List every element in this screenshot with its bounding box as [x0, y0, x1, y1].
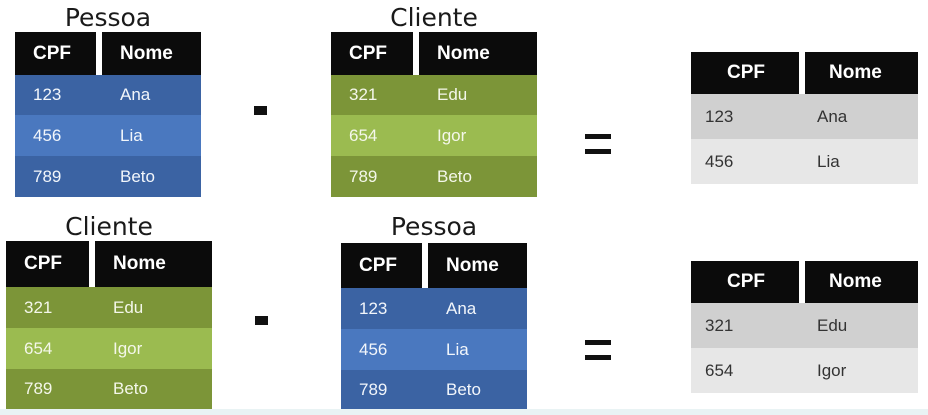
table-row: 321 Edu — [691, 303, 918, 348]
cell-nome: Beto — [425, 370, 527, 410]
cell-cpf: 654 — [6, 328, 92, 369]
header-cpf: CPF — [15, 32, 102, 75]
header-cpf: CPF — [691, 52, 805, 94]
cell-cpf: 321 — [691, 303, 802, 348]
table-cliente-bottom: CPF Nome 321 Edu 654 Igor 789 Beto — [6, 241, 212, 409]
cell-nome: Beto — [92, 369, 212, 409]
equals-operator-bottom — [585, 340, 611, 360]
cell-nome: Igor — [92, 328, 212, 369]
cell-cpf: 123 — [341, 288, 425, 329]
cell-nome: Beto — [99, 156, 201, 197]
cell-nome: Ana — [425, 288, 527, 329]
table-row: 456 Lia — [341, 329, 527, 370]
cell-nome: Lia — [99, 115, 201, 156]
equals-operator-top — [585, 134, 611, 154]
table-row: 456 Lia — [15, 115, 201, 156]
cell-nome: Edu — [92, 287, 212, 328]
cell-nome: Igor — [802, 348, 918, 393]
cell-nome: Ana — [802, 94, 918, 139]
cell-nome: Lia — [802, 139, 918, 184]
cell-cpf: 456 — [15, 115, 99, 156]
header-nome: Nome — [425, 243, 527, 288]
table-result-top: CPF Nome 123 Ana 456 Lia — [691, 52, 918, 184]
table-row: 789 Beto — [341, 370, 527, 410]
table-row: 654 Igor — [691, 348, 918, 393]
header-cpf: CPF — [331, 32, 419, 75]
header-cpf: CPF — [691, 261, 805, 303]
cell-cpf: 123 — [691, 94, 802, 139]
table-pessoa-top: CPF Nome 123 Ana 456 Lia 789 Beto — [15, 32, 201, 197]
table-row: 321 Edu — [331, 75, 537, 115]
table-row: 123 Ana — [691, 94, 918, 139]
table-row: 123 Ana — [341, 288, 527, 329]
table-row: 321 Edu — [6, 287, 212, 328]
minus-operator-top — [254, 106, 267, 115]
cell-nome: Ana — [99, 75, 201, 115]
cell-cpf: 654 — [691, 348, 802, 393]
header-cpf: CPF — [341, 243, 428, 288]
caption-cliente-top: Cliente — [390, 3, 478, 32]
cell-nome: Edu — [416, 75, 537, 115]
header-nome: Nome — [99, 32, 201, 75]
table-row: 789 Beto — [15, 156, 201, 197]
table-row: 456 Lia — [691, 139, 918, 184]
caption-pessoa-bottom: Pessoa — [390, 212, 478, 241]
table-row: 654 Igor — [331, 115, 537, 156]
cell-cpf: 789 — [331, 156, 416, 197]
cell-cpf: 123 — [15, 75, 99, 115]
cell-cpf: 789 — [15, 156, 99, 197]
header-nome: Nome — [802, 52, 918, 94]
table-row: 789 Beto — [331, 156, 537, 197]
header-nome: Nome — [416, 32, 537, 75]
caption-cliente-bottom: Cliente — [65, 212, 153, 241]
header-nome: Nome — [92, 241, 212, 287]
caption-pessoa-top: Pessoa — [64, 3, 152, 32]
table-result-bottom: CPF Nome 321 Edu 654 Igor — [691, 261, 918, 393]
cell-cpf: 456 — [341, 329, 425, 370]
cell-cpf: 456 — [691, 139, 802, 184]
cell-cpf: 654 — [331, 115, 416, 156]
cell-cpf: 789 — [6, 369, 92, 409]
cell-nome: Edu — [802, 303, 918, 348]
cell-cpf: 321 — [331, 75, 416, 115]
table-pessoa-bottom: CPF Nome 123 Ana 456 Lia 789 Beto — [341, 243, 527, 410]
bottom-strip — [0, 409, 928, 415]
header-cpf: CPF — [6, 241, 95, 287]
cell-nome: Lia — [425, 329, 527, 370]
cell-cpf: 321 — [6, 287, 92, 328]
table-row: 789 Beto — [6, 369, 212, 409]
table-row: 654 Igor — [6, 328, 212, 369]
table-cliente-top: CPF Nome 321 Edu 654 Igor 789 Beto — [331, 32, 537, 197]
cell-nome: Igor — [416, 115, 537, 156]
cell-nome: Beto — [416, 156, 537, 197]
cell-cpf: 789 — [341, 370, 425, 410]
minus-operator-bottom — [255, 316, 268, 325]
table-row: 123 Ana — [15, 75, 201, 115]
header-nome: Nome — [802, 261, 918, 303]
